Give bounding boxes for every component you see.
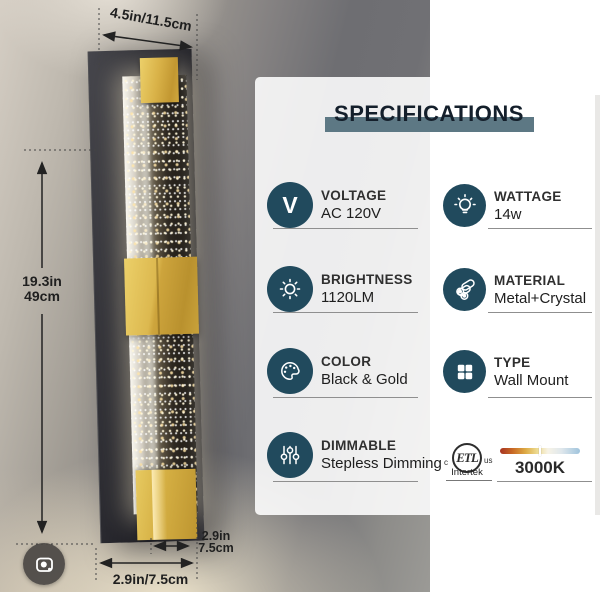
- brightness-sun-icon: [267, 266, 313, 312]
- divider: [488, 312, 592, 313]
- spec-item-voltage: V VOLTAGE AC 120V: [267, 182, 386, 228]
- divider: [273, 228, 418, 229]
- spec-label: MATERIAL: [494, 272, 566, 288]
- divider: [273, 481, 418, 482]
- spec-label: DIMMABLE: [321, 438, 397, 453]
- spec-value: 1120LM: [321, 289, 375, 306]
- specifications-title: SPECIFICATIONS: [334, 101, 524, 126]
- spec-value: AC 120V: [321, 205, 382, 222]
- width-dimension-arrow: [102, 31, 193, 51]
- spec-value: Metal+Crystal: [494, 289, 587, 307]
- etl-certification-mark: ETL: [452, 443, 482, 473]
- dimmable-sliders-icon: [267, 432, 313, 478]
- spec-label: VOLTAGE: [321, 188, 387, 203]
- spec-label: TYPE: [494, 354, 531, 370]
- height-dimension-inches: 19.3in: [22, 273, 62, 289]
- depth-dimension-cm: 7.5cm: [198, 541, 234, 555]
- type-grid-icon: [443, 350, 486, 393]
- etl-underline: [446, 480, 492, 481]
- spec-value: 14w: [494, 205, 522, 223]
- etl-mark-c: c: [444, 458, 448, 467]
- camera-lens-icon: [35, 557, 53, 572]
- depth-dimension-label: 2.9in 7.5cm: [196, 529, 236, 555]
- specifications-card: SPECIFICATIONS V VOLTAGE AC 120V WAT: [255, 77, 592, 515]
- camera-lens-button[interactable]: [23, 543, 65, 585]
- spec-label: COLOR: [321, 354, 372, 369]
- bottom-width-dimension-label: 2.9in/7.5cm: [112, 571, 189, 587]
- color-temperature-gradient-bar: [500, 446, 580, 456]
- depth-dimension-inches: 2.9in: [201, 529, 231, 543]
- spec-value: Black & Gold: [321, 371, 408, 388]
- spec-item-wattage: WATTAGE 14w: [443, 184, 562, 227]
- color-palette-icon: [267, 348, 313, 394]
- divider: [488, 228, 592, 229]
- spec-item-brightness: BRIGHTNESS 1120LM: [267, 266, 413, 312]
- right-edge-strip: [595, 95, 600, 515]
- divider: [497, 481, 592, 482]
- height-dimension-cm: 49cm: [24, 288, 60, 304]
- spec-label: BRIGHTNESS: [321, 272, 413, 287]
- spec-value: Wall Mount: [494, 371, 569, 389]
- wattage-bulb-icon: [443, 184, 486, 227]
- spec-item-material: MATERIAL Metal+Crystal: [443, 268, 586, 311]
- etl-intertek-label: Intertek: [451, 467, 483, 478]
- divider: [273, 312, 418, 313]
- spec-value: Stepless Dimming: [321, 455, 442, 472]
- divider: [273, 397, 418, 398]
- dimension-annotations: [16, 8, 198, 582]
- material-crystal-icon: [443, 268, 486, 311]
- spec-item-dimmable: DIMMABLE Stepless Dimming: [267, 432, 442, 478]
- spec-label: WATTAGE: [494, 188, 562, 204]
- voltage-v-icon: V: [267, 182, 313, 228]
- etl-mark-text: ETL: [456, 450, 479, 465]
- color-temperature-label: 3000K: [514, 458, 566, 477]
- divider: [488, 397, 592, 398]
- specifications-header-bar: [325, 117, 534, 132]
- spec-item-color: COLOR Black & Gold: [267, 348, 408, 394]
- etl-mark-us: us: [484, 456, 493, 465]
- spec-item-type: TYPE Wall Mount: [443, 350, 568, 393]
- height-dimension-label: 19.3in 49cm: [20, 274, 64, 304]
